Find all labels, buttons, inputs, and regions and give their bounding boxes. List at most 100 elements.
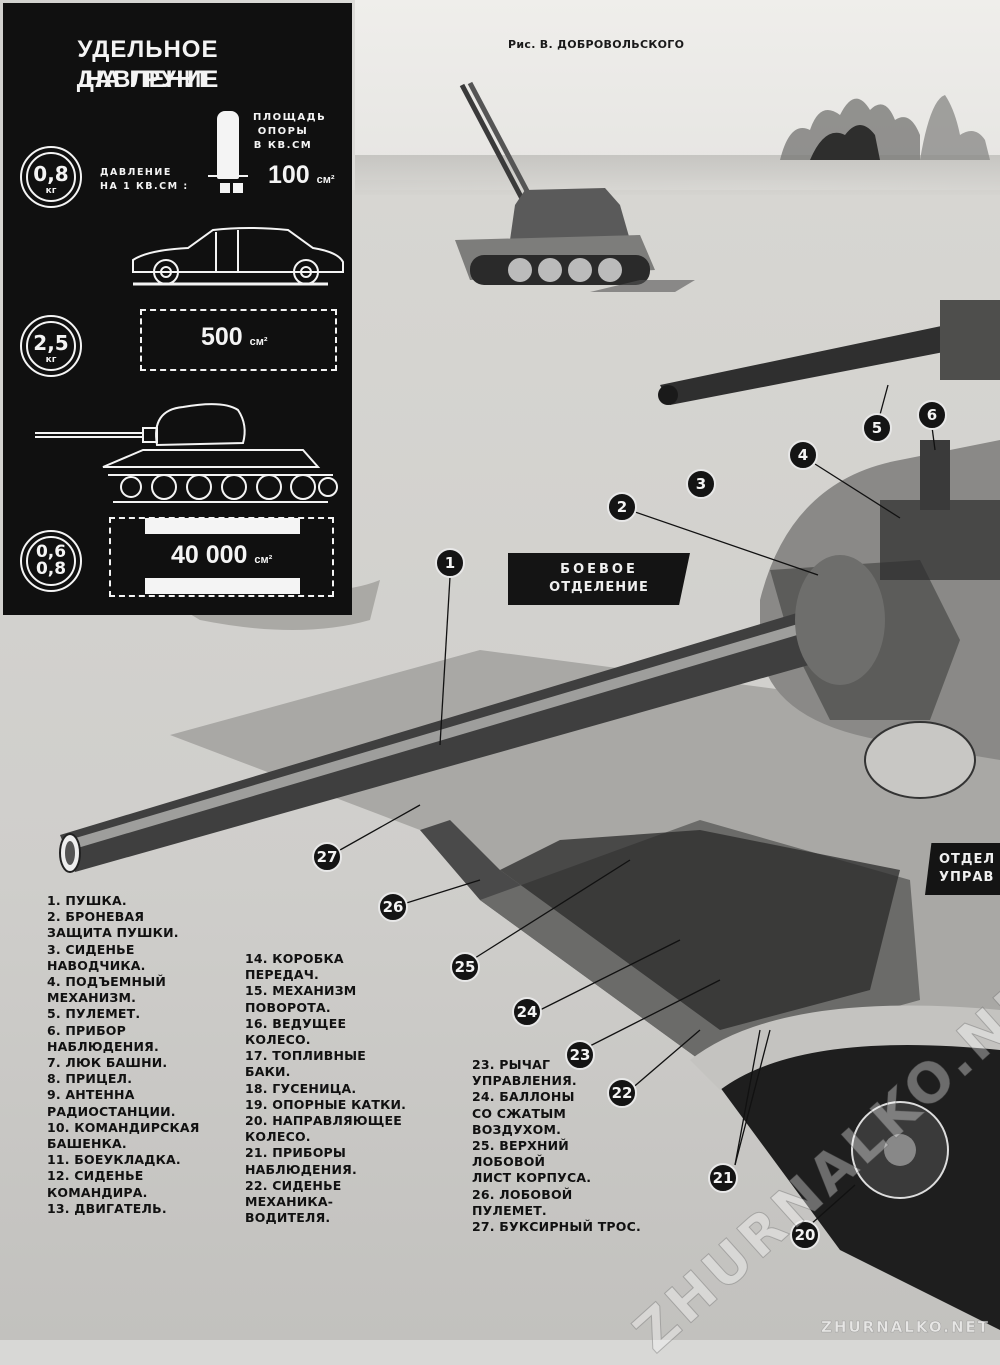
legend-line: ЛОБОВОЙ <box>472 1154 546 1170</box>
callout-3: 3 <box>686 469 716 499</box>
legend-line: 1. ПУШКА. <box>47 893 127 908</box>
legend-line: 19. ОПОРНЫЕ КАТКИ. <box>245 1096 407 1112</box>
legend-line: 8. ПРИЦЕЛ. <box>47 1071 133 1087</box>
pressure-value-top: 0,6 <box>35 542 67 562</box>
callout-27: 27 <box>312 842 342 872</box>
legend-line: 15. МЕХАНИЗМ <box>245 983 357 999</box>
legend-line: БАШЕНКА. <box>47 1136 127 1152</box>
callout-20: 20 <box>790 1220 820 1250</box>
legend-line: 4. ПОДЪЕМНЫЙ <box>47 974 167 990</box>
callout-2: 2 <box>607 492 637 522</box>
legend-line: КОЛЕСО. <box>245 1129 311 1145</box>
car-outline-icon <box>132 227 344 286</box>
pressure-badge-car: 2,5 кг <box>20 315 82 377</box>
track-footprint-top <box>145 518 300 534</box>
legend-line: 3. СИДЕНЬЕ <box>47 941 135 957</box>
legend-line: МЕХАНИЗМ. <box>47 990 137 1006</box>
pressure-unit: кг <box>45 186 57 196</box>
foot-icon <box>220 183 230 193</box>
control-compartment-label: ОТДЕЛ УПРАВ <box>925 843 1000 895</box>
legend-line: ВОЗДУХОМ. <box>472 1121 562 1137</box>
person-ground-line <box>208 175 248 177</box>
pressure-label-line: ДАВЛЕНИЕ <box>100 167 172 178</box>
legend-line: 9. АНТЕННА <box>47 1087 135 1103</box>
legend-line: 10. КОМАНДИРСКАЯ <box>47 1119 200 1135</box>
legend-line: 20. НАПРАВЛЯЮЩЕЕ <box>245 1113 402 1129</box>
callout-5: 5 <box>862 413 892 443</box>
legend-line: 25. ВЕРХНИЙ <box>472 1138 569 1154</box>
pressure-badge-tank: 0,6 0,8 <box>20 530 82 592</box>
callout-6: 6 <box>917 400 947 430</box>
legend-line: ВОДИТЕЛЯ. <box>245 1210 331 1226</box>
legend-line: 11. БОЕУКЛАДКА. <box>47 1152 181 1168</box>
area-unit: см² <box>249 336 268 348</box>
legend-line: КОМАНДИРА. <box>47 1184 148 1200</box>
callout-23: 23 <box>565 1040 595 1070</box>
infographic-title-line2: НА ГРУНТ <box>85 66 211 93</box>
illustration-credit: Рис. В. ДОБРОВОЛЬСКОГО <box>508 38 685 51</box>
area-number: 100 <box>268 161 310 189</box>
legend-line: 7. ЛЮК БАШНИ. <box>47 1055 168 1071</box>
area-value-car: 500 см² <box>201 323 268 352</box>
support-area-label-line: В КВ.СМ <box>253 140 313 151</box>
foot-icon <box>233 183 243 193</box>
tank-cutaway-illustration <box>59 300 1000 1330</box>
area-number: 40 000 <box>171 541 248 569</box>
pressure-label: ДАВЛЕНИЕ НА 1 КВ.СМ : <box>100 166 189 194</box>
infographic-title-line1: УДЕЛЬНОЕ ДАВЛЕНИЕ <box>76 36 220 93</box>
legend-line: 13. ДВИГАТЕЛЬ. <box>47 1200 167 1216</box>
legend-line: БАКИ. <box>245 1064 291 1080</box>
legend-line: ЗАЩИТА ПУШКИ. <box>47 925 179 941</box>
section-label-line: ОТДЕЛ <box>939 852 996 867</box>
legend-line: 23. РЫЧАГ <box>472 1057 551 1072</box>
legend-line: ПОВОРОТА. <box>245 999 331 1015</box>
legend-line: РАДИОСТАНЦИИ. <box>47 1103 176 1119</box>
watermark-small: ZHURNALKO.NET <box>821 1318 990 1337</box>
legend-line: МЕХАНИКА- <box>245 1194 334 1210</box>
legend-line: 2. БРОНЕВАЯ <box>47 909 145 925</box>
pressure-value-bottom: 0,8 <box>35 559 67 579</box>
legend-line: 5. ПУЛЕМЕТ. <box>47 1006 141 1022</box>
legend-line: 16. ВЕДУЩЕЕ <box>245 1015 347 1031</box>
legend-line: ЛИСТ КОРПУСА. <box>472 1170 592 1186</box>
callout-4: 4 <box>788 440 818 470</box>
pressure-value: 2,5 <box>33 331 69 355</box>
legend-line: ПУЛЕМЕТ. <box>472 1202 547 1218</box>
car-contact-area-box <box>140 309 337 371</box>
legend-line: 26. ЛОБОВОЙ <box>472 1186 573 1202</box>
legend-line: 14. КОРОБКА <box>245 951 344 966</box>
legend-line: 12. СИДЕНЬЕ <box>47 1168 144 1184</box>
pressure-value: 0,6 0,8 <box>36 544 66 578</box>
legend-line: 17. ТОПЛИВНЫЕ <box>245 1048 367 1064</box>
section-label-line: УПРАВ <box>939 870 995 885</box>
self-propelled-gun-illustration <box>455 81 695 292</box>
section-label-line: ОТДЕЛЕНИЕ <box>549 580 649 595</box>
area-value-person: 100 см² <box>268 161 335 190</box>
callout-25: 25 <box>450 952 480 982</box>
legend-line: КОЛЕСО. <box>245 1032 311 1048</box>
legend-line: 18. ГУСЕНИЦА. <box>245 1080 357 1096</box>
area-number: 500 <box>201 323 243 351</box>
track-footprint-bottom <box>145 578 300 594</box>
legend-line: 27. БУКСИРНЫЙ ТРОС. <box>472 1219 641 1235</box>
person-silhouette-icon <box>217 111 239 179</box>
callout-24: 24 <box>512 997 542 1027</box>
area-value-tank: 40 000 см² <box>171 541 272 570</box>
pressure-badge-person: 0,8 кг <box>20 146 82 208</box>
legend-line: НАВОДЧИКА. <box>47 957 146 973</box>
trees-illustration <box>780 95 990 160</box>
legend-line: 6. ПРИБОР <box>47 1022 126 1038</box>
section-label-line: БОЕВОЕ <box>560 562 638 577</box>
legend-line: УПРАВЛЕНИЯ. <box>472 1073 577 1089</box>
callout-21: 21 <box>708 1163 738 1193</box>
ground-pressure-infographic: УДЕЛЬНОЕ ДАВЛЕНИЕ НА ГРУНТ ПЛОЩАДЬ ОПОРЫ… <box>3 3 352 615</box>
area-unit: см² <box>254 554 273 566</box>
legend-line: 24. БАЛЛОНЫ <box>472 1089 575 1105</box>
legend-line: ПЕРЕДАЧ. <box>245 967 319 983</box>
callout-26: 26 <box>378 892 408 922</box>
fighting-compartment-label: БОЕВОЕ ОТДЕЛЕНИЕ <box>508 553 690 605</box>
legend-line: СО СЖАТЫМ <box>472 1105 567 1121</box>
